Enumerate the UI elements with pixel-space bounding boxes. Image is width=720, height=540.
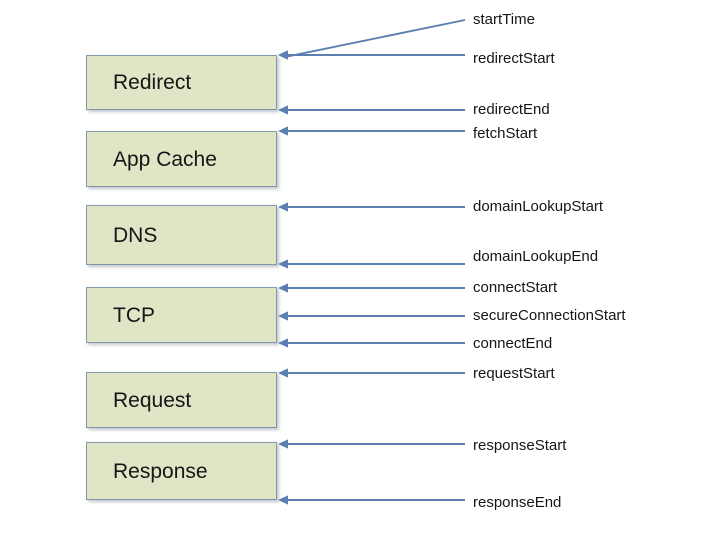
phase-box-appcache: App Cache (86, 131, 277, 187)
marker-label-domainLookupEnd: domainLookupEnd (473, 248, 599, 265)
marker-arrow-responseStart (278, 439, 465, 449)
phase-box-redirect: Redirect (86, 55, 277, 110)
marker-label-responseStart: responseStart (473, 437, 567, 454)
marker-arrow-startTime (278, 19, 466, 60)
phase-box-label: Response (113, 459, 208, 483)
arrowhead-icon (278, 105, 288, 115)
marker-arrow-domainLookupStart (278, 202, 465, 212)
arrowhead-icon (278, 338, 288, 348)
marker-arrow-connectStart (278, 283, 465, 293)
arrowhead-icon (278, 202, 288, 212)
marker-arrow-responseEnd (278, 495, 465, 505)
arrowhead-icon (278, 50, 288, 60)
marker-label-responseEnd: responseEnd (473, 494, 562, 511)
marker-label-startTime: startTime (473, 11, 535, 28)
phase-box-label: App Cache (113, 147, 217, 171)
marker-label-redirectEnd: redirectEnd (473, 101, 550, 118)
marker-label-redirectStart: redirectStart (473, 50, 555, 67)
phase-box-label: DNS (113, 223, 158, 247)
phase-box-response: Response (86, 442, 277, 500)
marker-arrow-requestStart (278, 368, 465, 378)
marker-label-domainLookupStart: domainLookupStart (473, 198, 604, 215)
marker-arrow-domainLookupEnd (278, 259, 465, 269)
marker-arrow-redirectStart (278, 50, 465, 60)
marker-label-requestStart: requestStart (473, 365, 555, 382)
arrowhead-icon (278, 439, 288, 449)
marker-label-secureConnectionStart: secureConnectionStart (473, 307, 626, 324)
marker-label-connectStart: connectStart (473, 279, 558, 296)
phase-box-label: Request (113, 388, 192, 412)
arrowhead-icon (278, 283, 288, 293)
arrowhead-icon (278, 259, 288, 269)
marker-label-connectEnd: connectEnd (473, 335, 553, 352)
phase-box-label: Redirect (113, 71, 192, 94)
arrowhead-icon (278, 311, 288, 321)
phase-box-tcp: TCP (86, 287, 277, 343)
phase-box-dns: DNS (86, 205, 277, 265)
marker-label-fetchStart: fetchStart (473, 125, 538, 142)
marker-arrow-connectEnd (278, 338, 465, 348)
marker-arrow-redirectEnd (278, 105, 465, 115)
phase-box-request: Request (86, 372, 277, 428)
marker-arrow-fetchStart (278, 126, 465, 136)
arrowhead-icon (278, 126, 288, 136)
phase-box-label: TCP (113, 303, 155, 327)
arrowhead-icon (278, 368, 288, 378)
marker-arrow-secureConnectionStart (278, 311, 465, 321)
arrowhead-icon (278, 495, 288, 505)
